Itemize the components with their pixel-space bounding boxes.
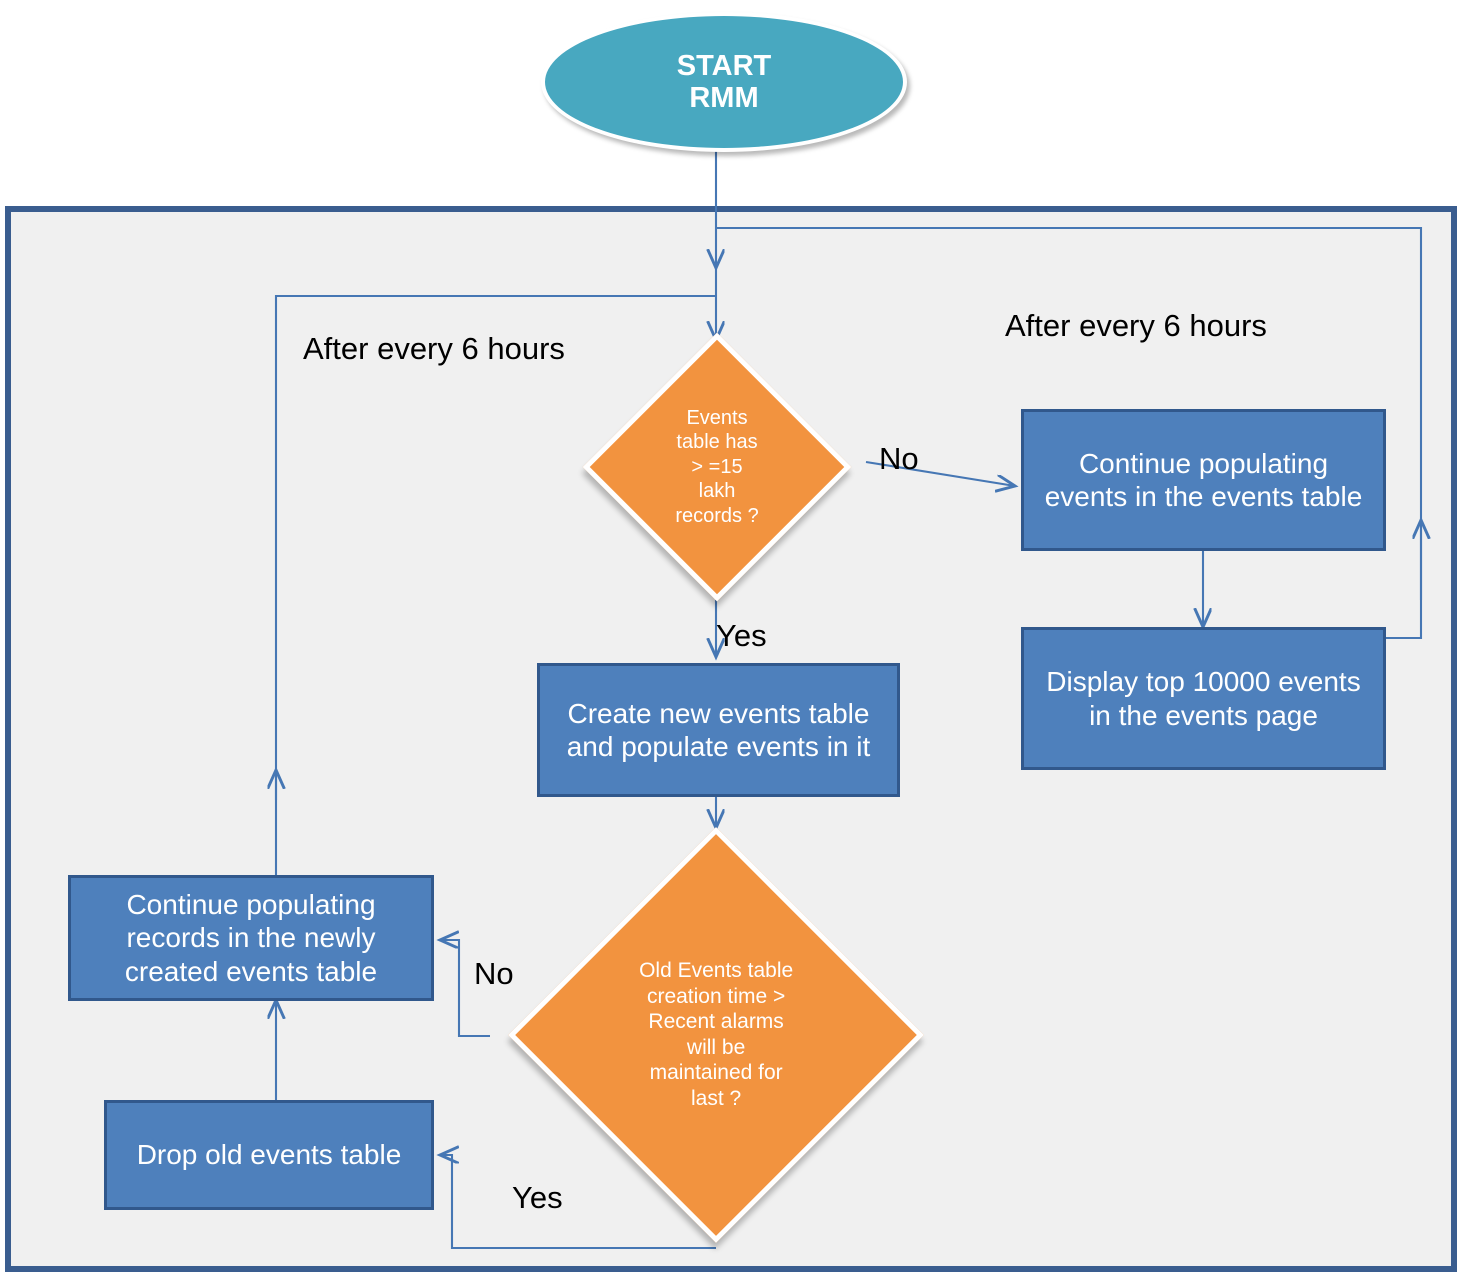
decision-age-line-3: will be	[686, 1036, 746, 1059]
decision-age-line-5: last ?	[690, 1087, 742, 1111]
node-start-rmm[interactable]: START RMM	[541, 12, 907, 152]
decision-size-text: Events table has > =15 lakh records ?	[627, 406, 807, 528]
decision-size-line-3: lakh	[698, 480, 736, 503]
edge-no-age	[440, 940, 490, 1038]
drop-table-label: Drop old events table	[136, 1139, 402, 1171]
note-right-schedule: After every 6 hours	[1005, 308, 1267, 343]
decision-age-line-2: Recent alarms	[648, 1010, 784, 1034]
edge-label-no-size: No	[879, 441, 919, 476]
edge-no-size	[865, 460, 1015, 486]
edge-label-yes-size: Yes	[716, 618, 767, 653]
decision-size-line-2: > =15	[691, 455, 743, 478]
decision-size-line-0: Events	[686, 407, 748, 430]
decision-age-line-0: Old Events table	[638, 959, 794, 983]
edge-left-return-loop	[274, 294, 716, 878]
display-top-label: Display top 10000 events in the events p…	[1046, 666, 1361, 731]
edge-right-return-loop	[716, 226, 1423, 640]
edge-label-no-age: No	[474, 956, 514, 991]
start-label-line2: RMM	[689, 82, 759, 114]
decision-age-line-4: maintained for	[649, 1061, 783, 1085]
continue-records-label: Continue populating records in the newly…	[124, 889, 378, 987]
edge-label-yes-age: Yes	[512, 1180, 563, 1215]
node-display-top-events[interactable]: Display top 10000 events in the events p…	[1021, 627, 1386, 770]
edge-yes-age	[440, 1155, 716, 1250]
node-continue-populating-events[interactable]: Continue populating events in the events…	[1021, 409, 1386, 551]
decision-age-line-1: creation time >	[646, 984, 786, 1008]
node-create-new-events-table[interactable]: Create new events table and populate eve…	[537, 663, 900, 797]
create-table-label: Create new events table and populate eve…	[566, 697, 871, 762]
continue-events-label: Continue populating events in the events…	[1044, 447, 1363, 512]
node-drop-old-events-table[interactable]: Drop old events table	[104, 1100, 434, 1210]
decision-size-line-4: records ?	[675, 504, 759, 527]
node-continue-populating-records[interactable]: Continue populating records in the newly…	[68, 875, 434, 1001]
start-label-line1: START	[676, 49, 772, 82]
note-left-schedule: After every 6 hours	[303, 331, 565, 366]
decision-age-text: Old Events table creation time > Recent …	[574, 958, 858, 1112]
decision-size-line-1: table has	[676, 431, 758, 454]
